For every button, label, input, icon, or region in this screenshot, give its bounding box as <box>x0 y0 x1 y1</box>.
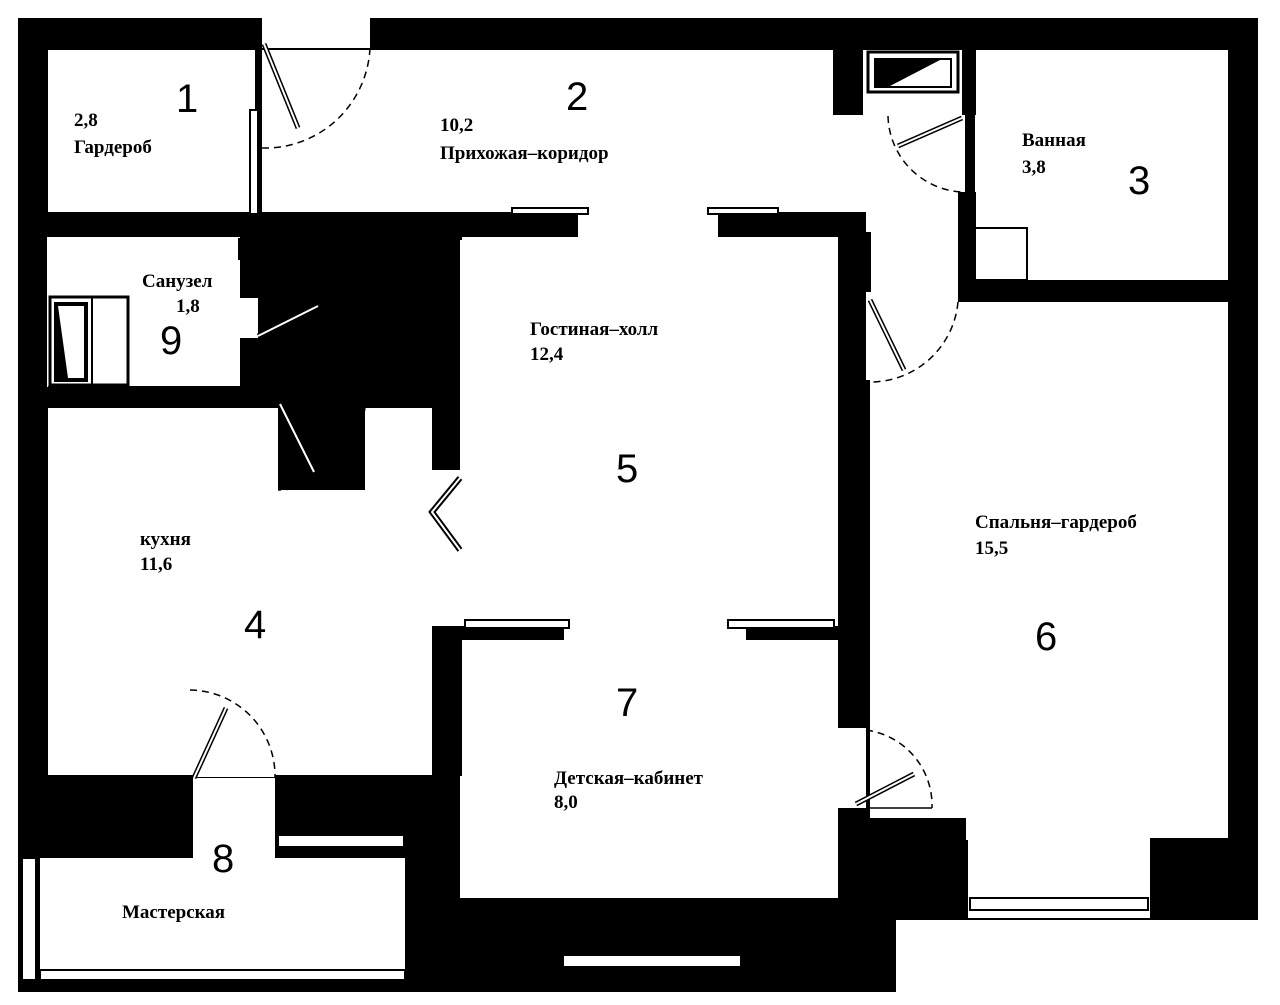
room-8-name: Мастерская <box>122 902 225 923</box>
window-bedroom-bottom <box>969 897 1149 911</box>
room-5-name: Гостиная–холл <box>530 319 659 340</box>
room-3-interior <box>975 52 1228 280</box>
window-living-top-left <box>511 207 589 215</box>
room-7-name: Детская–кабинет <box>554 768 704 789</box>
room-6-area: 15,5 <box>975 538 1008 559</box>
room-4-number: 4 <box>244 603 266 647</box>
room-7-interior <box>462 640 864 895</box>
room-3-number: 3 <box>1128 159 1150 203</box>
room-2-name: Прихожая–коридор <box>440 143 609 164</box>
room-7-labels: 7 Детская–кабинет 8,0 <box>554 681 704 813</box>
room-8-interior <box>40 778 405 975</box>
room-4-interior <box>50 408 458 775</box>
room-9-area: 1,8 <box>176 296 200 317</box>
room-3-labels: 3 Ванная 3,8 <box>1022 130 1150 203</box>
room-5-interior <box>462 212 836 626</box>
room-2-number: 2 <box>566 75 588 119</box>
room-5-area: 12,4 <box>530 344 564 365</box>
window-kids-bottom <box>562 954 742 968</box>
room-3-area: 3,8 <box>1022 157 1046 178</box>
room-9-name: Санузел <box>142 271 213 292</box>
room-3-name: Ванная <box>1022 130 1086 151</box>
room-6-interior <box>870 302 1228 918</box>
room-4-name: кухня <box>140 529 191 550</box>
room-1-interior <box>50 52 250 212</box>
room-4-area: 11,6 <box>140 554 172 575</box>
inner-walls <box>48 50 1230 975</box>
room-1-number: 1 <box>176 77 198 121</box>
window-wardrobe <box>249 109 259 215</box>
room-8-labels: 8 Мастерская <box>122 837 234 923</box>
window-kids-top <box>727 619 835 629</box>
room-2-labels: 2 10,2 Прихожая–коридор <box>440 75 609 164</box>
window-kitchen-bottom <box>464 619 570 629</box>
room-1-name: Гардероб <box>74 137 152 158</box>
room-9-labels: 9 Санузел 1,8 <box>142 271 213 363</box>
room-6-number: 6 <box>1035 615 1057 659</box>
room-6-labels: 6 Спальня–гардероб 15,5 <box>975 512 1137 659</box>
windows <box>21 109 1149 981</box>
room-9-number: 9 <box>160 319 182 363</box>
window-living-top-right <box>707 207 779 215</box>
room-5-labels: 5 Гостиная–холл 12,4 <box>530 319 659 491</box>
window-studio-right <box>277 834 405 848</box>
room-5-number: 5 <box>616 447 638 491</box>
window-studio-left <box>21 857 37 981</box>
room-7-number: 7 <box>616 681 638 725</box>
bathtub-fixture <box>866 50 960 94</box>
window-studio-bottom <box>39 969 406 981</box>
room-6-name: Спальня–гардероб <box>975 512 1137 533</box>
doors <box>189 43 964 809</box>
toilet-fixture <box>48 295 130 387</box>
room-7-area: 8,0 <box>554 792 578 813</box>
room-2-area: 10,2 <box>440 115 473 136</box>
room-4-labels: 4 кухня 11,6 <box>140 529 266 647</box>
room-1-labels: 1 2,8 Гардероб <box>74 77 198 158</box>
room-1-area: 2,8 <box>74 110 98 131</box>
room-8-number: 8 <box>212 837 234 881</box>
